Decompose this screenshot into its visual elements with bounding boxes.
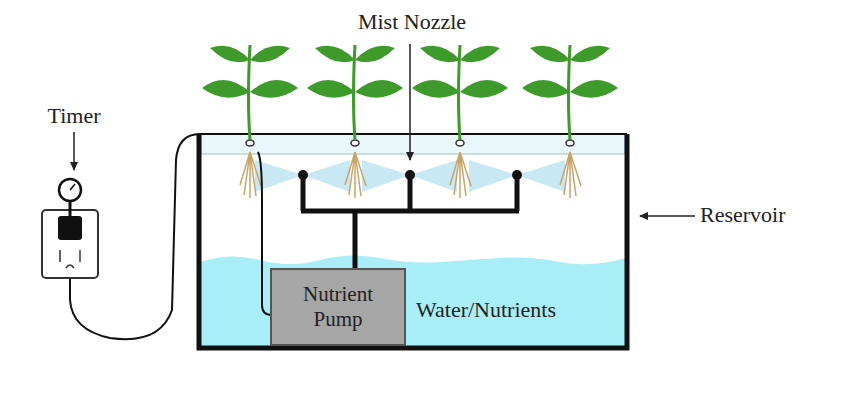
plant-leaf xyxy=(210,46,250,63)
callout-label: Mist Nozzle xyxy=(356,10,468,34)
reservoir-outline xyxy=(199,134,627,348)
reservoir-rim xyxy=(199,133,627,135)
pump-box: Nutrient Pump xyxy=(270,268,406,346)
plant-leaf xyxy=(522,80,570,98)
timer-stem xyxy=(69,200,72,216)
plant-leaf xyxy=(412,80,460,98)
plant-leaf xyxy=(307,80,355,98)
plant-leaf xyxy=(570,80,618,98)
leader-arrow xyxy=(640,215,695,217)
leader-arrow xyxy=(73,132,75,170)
leader-arrow xyxy=(409,44,411,160)
timer-plug xyxy=(58,216,82,240)
water xyxy=(200,255,626,346)
callout-label: Timer xyxy=(48,104,101,128)
plant-leaf xyxy=(530,46,570,63)
plant-leaf xyxy=(420,46,460,63)
callout-label: Reservoir xyxy=(700,203,786,227)
plant-leaf xyxy=(315,46,355,63)
plant-leaf xyxy=(250,46,290,63)
outlet-socket xyxy=(60,250,80,268)
plant-leaf xyxy=(355,80,403,98)
timer-hand xyxy=(70,184,75,190)
region-label: Water/Nutrients xyxy=(416,298,556,322)
plant-leaf xyxy=(570,46,610,63)
mist-nozzle xyxy=(298,170,522,180)
lid xyxy=(201,134,625,154)
plant-leaf xyxy=(460,46,500,63)
timer-dial xyxy=(59,179,81,201)
power-cord xyxy=(70,134,272,339)
pipe xyxy=(301,175,519,268)
wall-outlet xyxy=(42,210,98,278)
plant-leaf xyxy=(202,80,250,98)
plant-leaf xyxy=(355,46,395,63)
plant-leaf xyxy=(250,80,298,98)
plant-leaf xyxy=(460,80,508,98)
pump-label: Nutrient Pump xyxy=(292,282,384,332)
